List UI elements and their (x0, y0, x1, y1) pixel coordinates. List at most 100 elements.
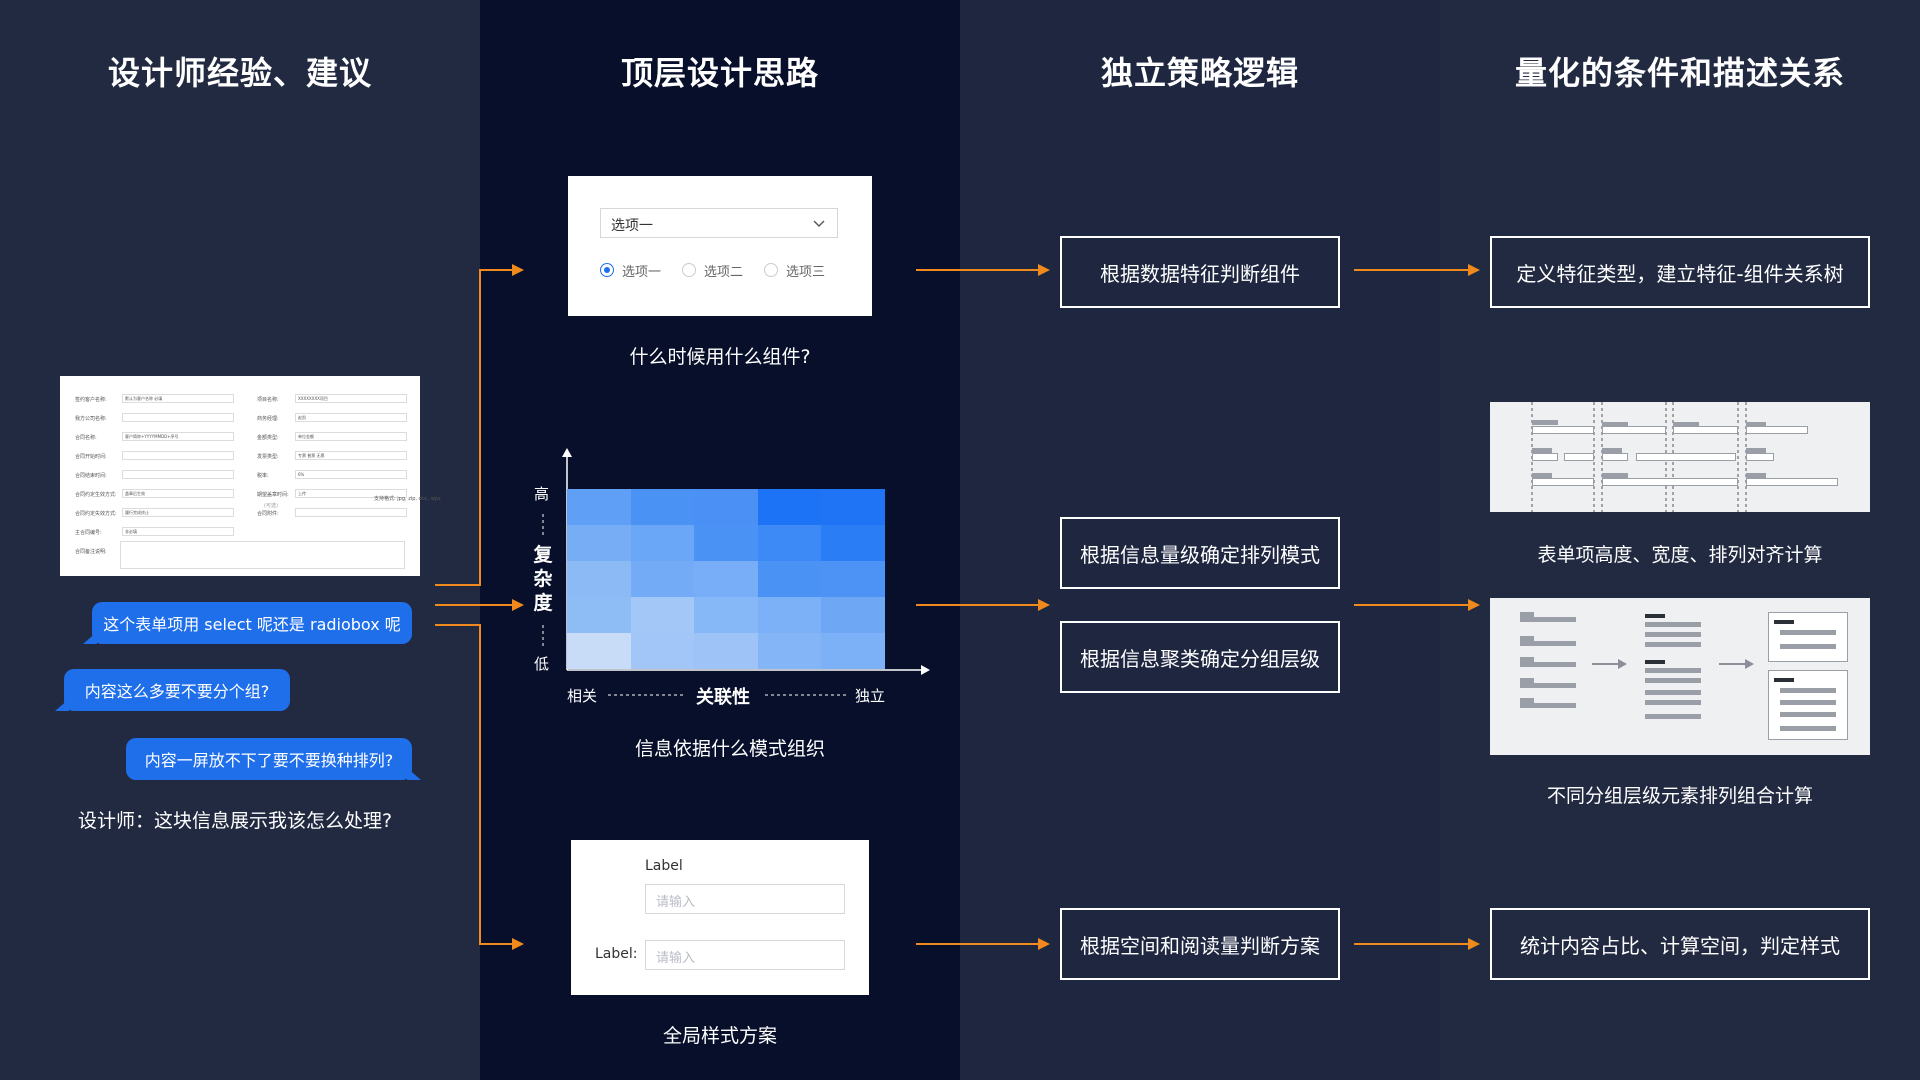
matrix-cell (757, 525, 822, 561)
group-item-bar (1520, 636, 1534, 641)
matrix-cell (694, 561, 758, 597)
matrix-cell (630, 489, 695, 525)
form-field-value: 履行完成终止 (125, 510, 149, 515)
alignment-label-bar (1532, 420, 1558, 425)
form-field-input[interactable]: 履行完成终止 (122, 508, 234, 517)
alignment-caption: 表单项高度、宽度、排列对齐计算 (1537, 544, 1823, 566)
form-field-label: 主合同编号: (75, 530, 102, 536)
alignment-field-box (1564, 453, 1594, 461)
form-field-value: 单位金额 (298, 434, 314, 439)
form-field-input[interactable] (122, 470, 234, 479)
select-radio-card: 选项一 选项一选项二选项三 (568, 176, 872, 316)
group-item-bar (1645, 668, 1701, 673)
y-axis-high-label: 高 (534, 485, 550, 503)
group-item-bar (1780, 700, 1836, 705)
arrow-right-icon (1719, 656, 1755, 675)
group-item-bar (1520, 683, 1576, 688)
form-field-input[interactable]: 非必填 (122, 527, 234, 536)
group-item-bar (1645, 690, 1701, 695)
column-title: 量化的条件和描述关系 (1514, 54, 1845, 92)
radio-label: 选项二 (704, 265, 744, 280)
matrix-cell (694, 525, 758, 561)
alignment-label-bar (1602, 448, 1622, 453)
alignment-field-box (1602, 453, 1628, 461)
form-field-input[interactable]: 6% (295, 470, 407, 479)
form-field-input[interactable] (122, 413, 234, 422)
matrix-cell (757, 633, 822, 669)
matrix-cell (567, 561, 631, 597)
matrix-cell (567, 633, 631, 669)
radio-label: 选项一 (622, 265, 662, 280)
form-field-input[interactable]: 盖章后生效 (122, 489, 234, 498)
group-item-bar (1645, 700, 1701, 705)
group-item-bar (1645, 622, 1701, 627)
label-style-card: Label 请输入 Label: 请输入 (571, 840, 869, 995)
matrix-cell (694, 597, 758, 633)
form-field-label: 合同开始时间: (75, 454, 107, 460)
group-item-bar (1520, 662, 1576, 667)
group-item-bar (1645, 678, 1701, 683)
group-item-bar (1520, 641, 1576, 646)
form-field-input[interactable]: 客户简称+YYYYMMDD+序号 (122, 432, 234, 441)
form-field-input[interactable] (122, 451, 234, 460)
alignment-field-box (1636, 453, 1736, 461)
relation-box-feature-tree: 定义特征类型，建立特征-组件关系树 (1490, 236, 1870, 308)
form-field-label: 发票类型: (257, 454, 279, 460)
chat-bubble-group-question: 内容这么多要不要分个组? (55, 669, 290, 711)
upload-hint: 支持格式: jpg, zip, doc, wps (374, 496, 441, 502)
chat-bubble-select-question: 这个表单项用 select 呢还是 radiobox 呢 (83, 602, 412, 644)
group-item-bar (1780, 644, 1836, 649)
alignment-label-bar (1602, 422, 1628, 427)
strategy-box-arrangement: 根据信息量级确定排列模式 (1060, 517, 1340, 589)
alignment-label-bar (1746, 473, 1766, 478)
form-field-input[interactable]: XXXXXXXX项目 (295, 394, 407, 403)
form-field-input[interactable]: 专票 普票 无票 (295, 451, 407, 460)
alignment-label-bar (1673, 422, 1699, 427)
alignment-label-bar (1746, 422, 1766, 427)
group-item-bar (1520, 698, 1534, 703)
radio-checked-icon (600, 263, 614, 277)
matrix-cell (630, 525, 695, 561)
alignment-field-box (1532, 426, 1594, 434)
strategy-box-component: 根据数据特征判断组件 (1060, 236, 1340, 308)
y-axis-title: 复 杂 度 (532, 543, 554, 615)
matrix-cell (567, 597, 631, 633)
text-input-bottom[interactable]: 请输入 (645, 940, 845, 970)
component-choice-caption: 什么时候用什么组件? (629, 346, 811, 368)
matrix-cell (757, 489, 822, 525)
alignment-label-bar (1532, 448, 1552, 453)
matrix-cell (821, 525, 885, 561)
form-field-label: 税率: (257, 473, 269, 479)
matrix-cell (821, 597, 885, 633)
group-item-bar (1645, 632, 1701, 637)
matrix-cell (821, 489, 885, 525)
form-field-label: 合同附件: (257, 511, 279, 517)
complexity-correlation-matrix: 高 复 杂 度 低 相关 关联性 独立 (520, 445, 940, 708)
group-heading-bar (1645, 614, 1665, 618)
alignment-label-bar (1532, 473, 1552, 478)
form-field-input[interactable] (295, 508, 407, 517)
y-axis-title-char: 复 (533, 544, 553, 566)
input-placeholder: 请输入 (656, 951, 696, 966)
form-field-input[interactable]: 赵凯 (295, 413, 407, 422)
select-dropdown[interactable]: 选项一 (600, 208, 838, 238)
matrix-cell (757, 597, 822, 633)
global-style-caption: 全局样式方案 (662, 1025, 777, 1047)
form-field-input[interactable]: 默认为客户名称 必填 (122, 394, 234, 403)
form-field-value: 6% (298, 472, 305, 477)
column-title: 独立策略逻辑 (1100, 54, 1299, 92)
chevron-down-icon (813, 215, 825, 234)
x-axis-left-label: 相关 (567, 687, 598, 705)
alignment-label-bar (1746, 448, 1766, 453)
group-item-bar (1780, 712, 1836, 717)
text-input-top[interactable]: 请输入 (645, 884, 845, 914)
arrow-right-icon (1592, 656, 1628, 675)
form-field-label: 我方公司名称: (75, 416, 107, 422)
column-strategy-logic: 独立策略逻辑 (960, 0, 1440, 1080)
group-heading-bar (1645, 660, 1665, 664)
form-field-input[interactable]: 上传 (295, 489, 407, 498)
alignment-field-box (1602, 478, 1738, 486)
form-field-label: 签约客户名称: (75, 397, 107, 403)
matrix-cell (757, 561, 822, 597)
form-field-input[interactable]: 单位金额 (295, 432, 407, 441)
